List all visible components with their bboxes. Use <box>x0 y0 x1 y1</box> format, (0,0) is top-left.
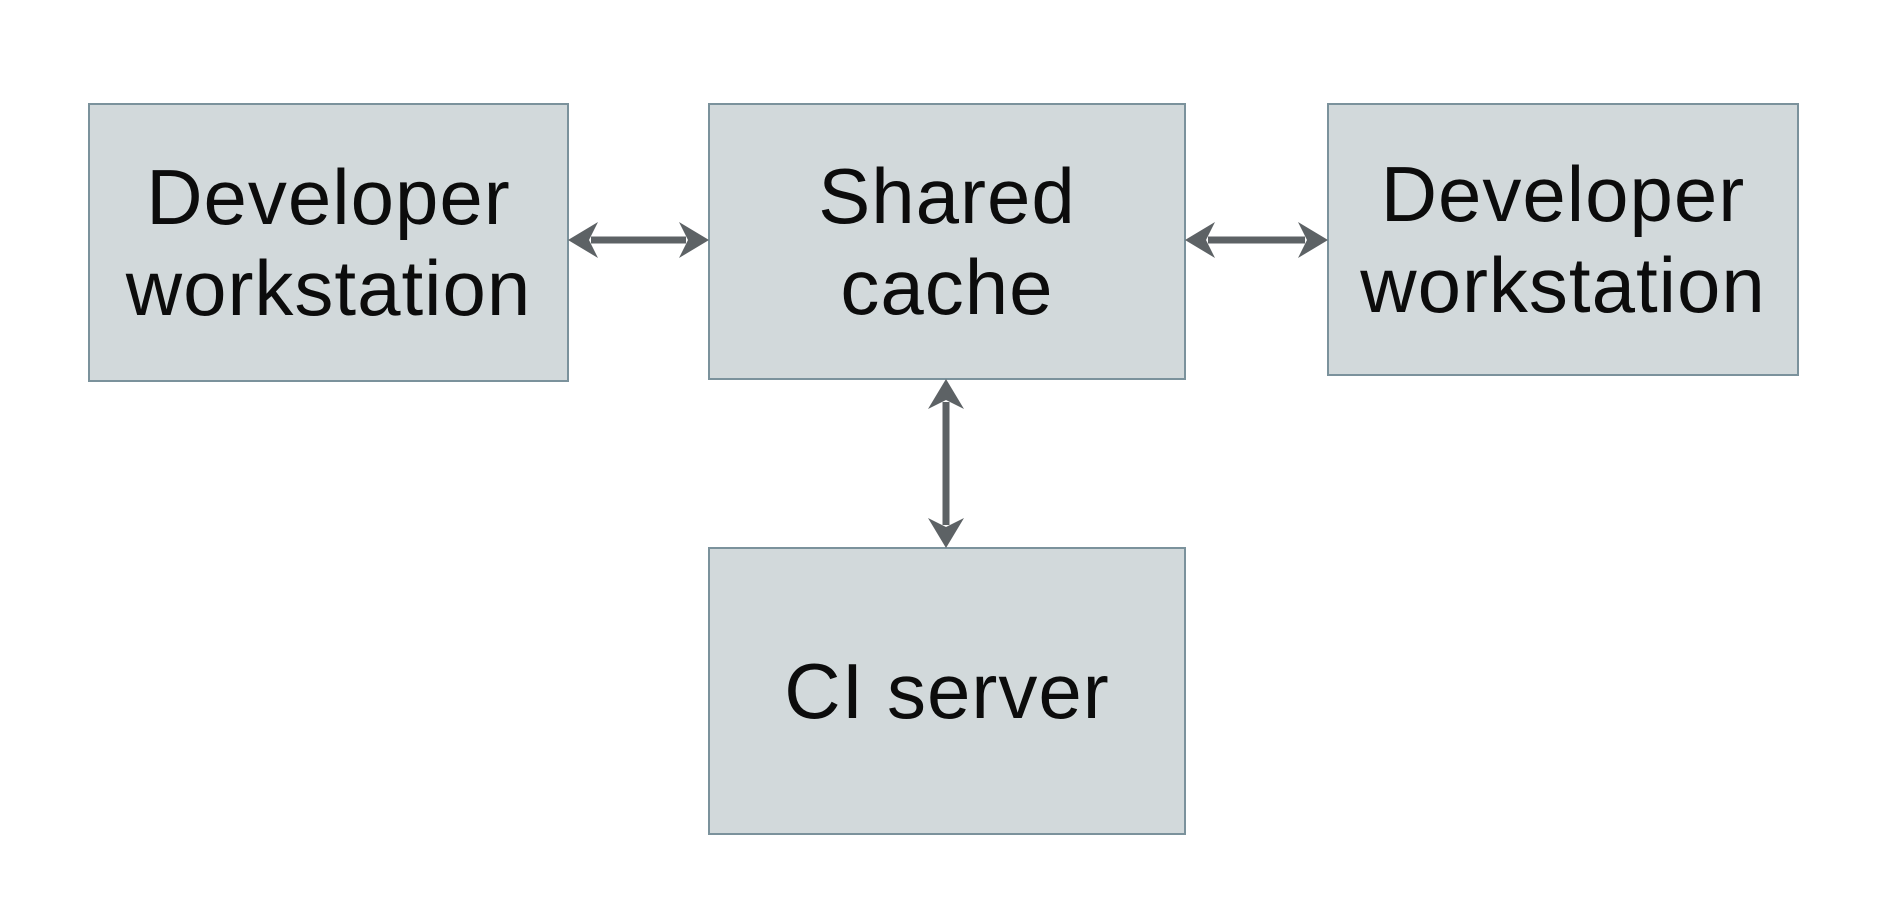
node-developer-workstation-right: Developer workstation <box>1327 103 1799 376</box>
node-ci-server: CI server <box>708 547 1186 835</box>
bidirectional-arrow-icon-cache-to-ci-server <box>928 379 964 548</box>
node-developer-workstation-left: Developer workstation <box>88 103 569 382</box>
node-label-line: cache <box>840 242 1054 331</box>
bidirectional-arrow-icon-cache-to-right-workstation <box>1185 222 1328 258</box>
node-label-line: CI server <box>784 646 1110 735</box>
node-label-line: Shared <box>818 151 1076 240</box>
node-label-line: workstation <box>1360 240 1766 329</box>
node-label-line: Developer <box>146 152 511 241</box>
node-label-line: workstation <box>125 243 532 332</box>
node-shared-cache: Shared cache <box>708 103 1186 380</box>
node-label-line: Developer <box>1380 149 1746 238</box>
bidirectional-arrow-icon-left-workstation-to-cache <box>568 222 709 258</box>
